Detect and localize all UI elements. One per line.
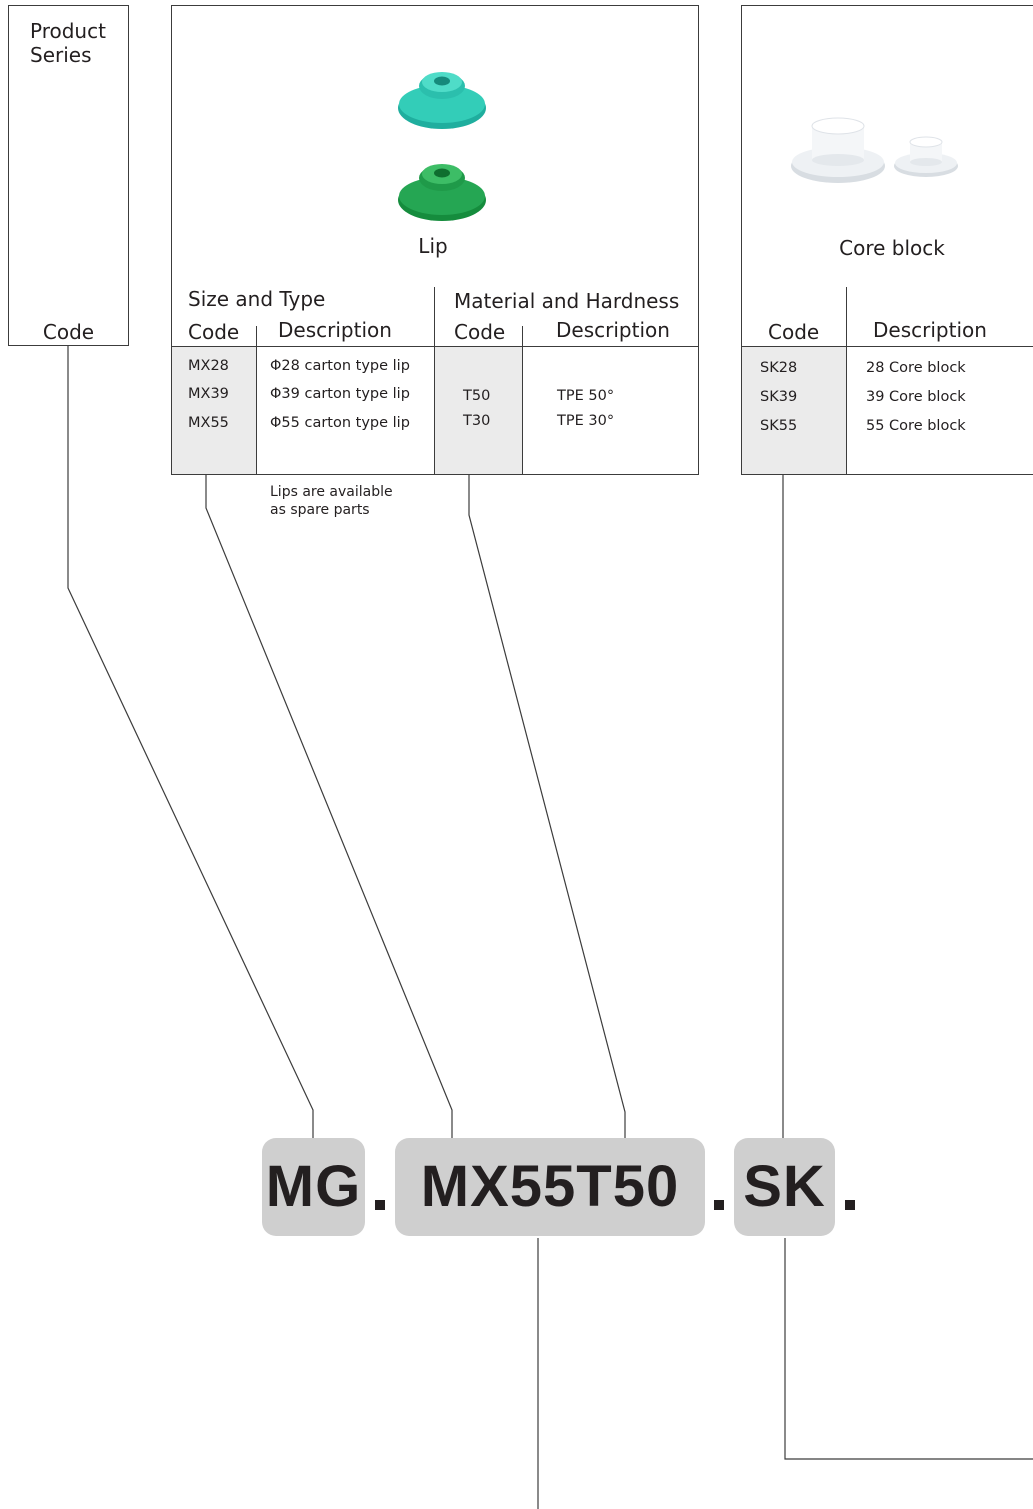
cyan-lip-image	[398, 72, 486, 129]
lip-caption: Lip	[418, 234, 448, 258]
material-row-code: T50	[463, 388, 491, 404]
product-series-title-line2: Series	[30, 43, 92, 67]
material-row-description: TPE 30°	[557, 413, 615, 429]
core-table-rule	[742, 346, 1033, 347]
size-description-label: Description	[278, 318, 392, 342]
core-code-column	[742, 347, 846, 474]
part-number-lip-segment: MX55T50	[395, 1138, 705, 1236]
size-type-header: Size and Type	[188, 287, 326, 311]
material-code-column	[435, 347, 522, 474]
size-code-label: Code	[188, 320, 240, 344]
lip-box: Lip Size and Type Material and Hardness …	[171, 5, 699, 475]
core-row-description: 28 Core block	[866, 360, 966, 376]
part-number-separator-dot	[845, 1200, 855, 1210]
product-series-code-label: Code	[42, 320, 95, 344]
material-description-label: Description	[556, 318, 670, 342]
part-number-series-segment: MG	[262, 1138, 365, 1236]
connector-series	[67, 346, 314, 1138]
core-row-code: SK39	[760, 389, 798, 405]
core-row-code: SK28	[760, 360, 798, 376]
lip-header-divider	[434, 287, 435, 350]
connector-size	[205, 474, 453, 1138]
core-block-image	[791, 117, 958, 183]
core-row-description: 39 Core block	[866, 389, 966, 405]
connector-core-bottom	[784, 1238, 1033, 1460]
size-row-code: MX55	[188, 415, 229, 431]
size-row-description: Φ39 carton type lip	[270, 386, 410, 402]
part-number-separator-dot	[375, 1200, 385, 1210]
material-row-description: TPE 50°	[557, 388, 615, 404]
material-row-code: T30	[463, 413, 491, 429]
lip-spare-note-line1: Lips are available	[270, 484, 393, 500]
size-row-code: MX39	[188, 386, 229, 402]
lip-table-rule	[172, 346, 699, 347]
product-series-title-line1: Product	[30, 19, 106, 43]
part-number-separator-dot	[714, 1200, 724, 1210]
material-code-label: Code	[454, 320, 506, 344]
lip-spare-note-line2: as spare parts	[270, 502, 370, 518]
part-number-core-segment: SK	[734, 1138, 835, 1236]
core-block-caption: Core block	[839, 236, 945, 260]
size-header-tick	[256, 326, 257, 346]
size-code-column	[172, 347, 256, 474]
core-code-label: Code	[768, 320, 820, 344]
core-header-divider	[846, 287, 847, 346]
core-description-label: Description	[873, 318, 987, 342]
core-row-description: 55 Core block	[866, 418, 966, 434]
material-header-tick	[522, 326, 523, 346]
material-hardness-header: Material and Hardness	[454, 289, 680, 313]
size-row-code: MX28	[188, 358, 229, 374]
green-lip-image	[398, 164, 486, 221]
size-row-description: Φ55 carton type lip	[270, 415, 410, 431]
size-row-description: Φ28 carton type lip	[270, 358, 410, 374]
product-series-box: Product Series Code	[8, 5, 129, 346]
core-row-code: SK55	[760, 418, 798, 434]
core-block-box: Core block Code Description SK28 28 Core…	[741, 5, 1033, 475]
connector-material	[468, 474, 626, 1138]
